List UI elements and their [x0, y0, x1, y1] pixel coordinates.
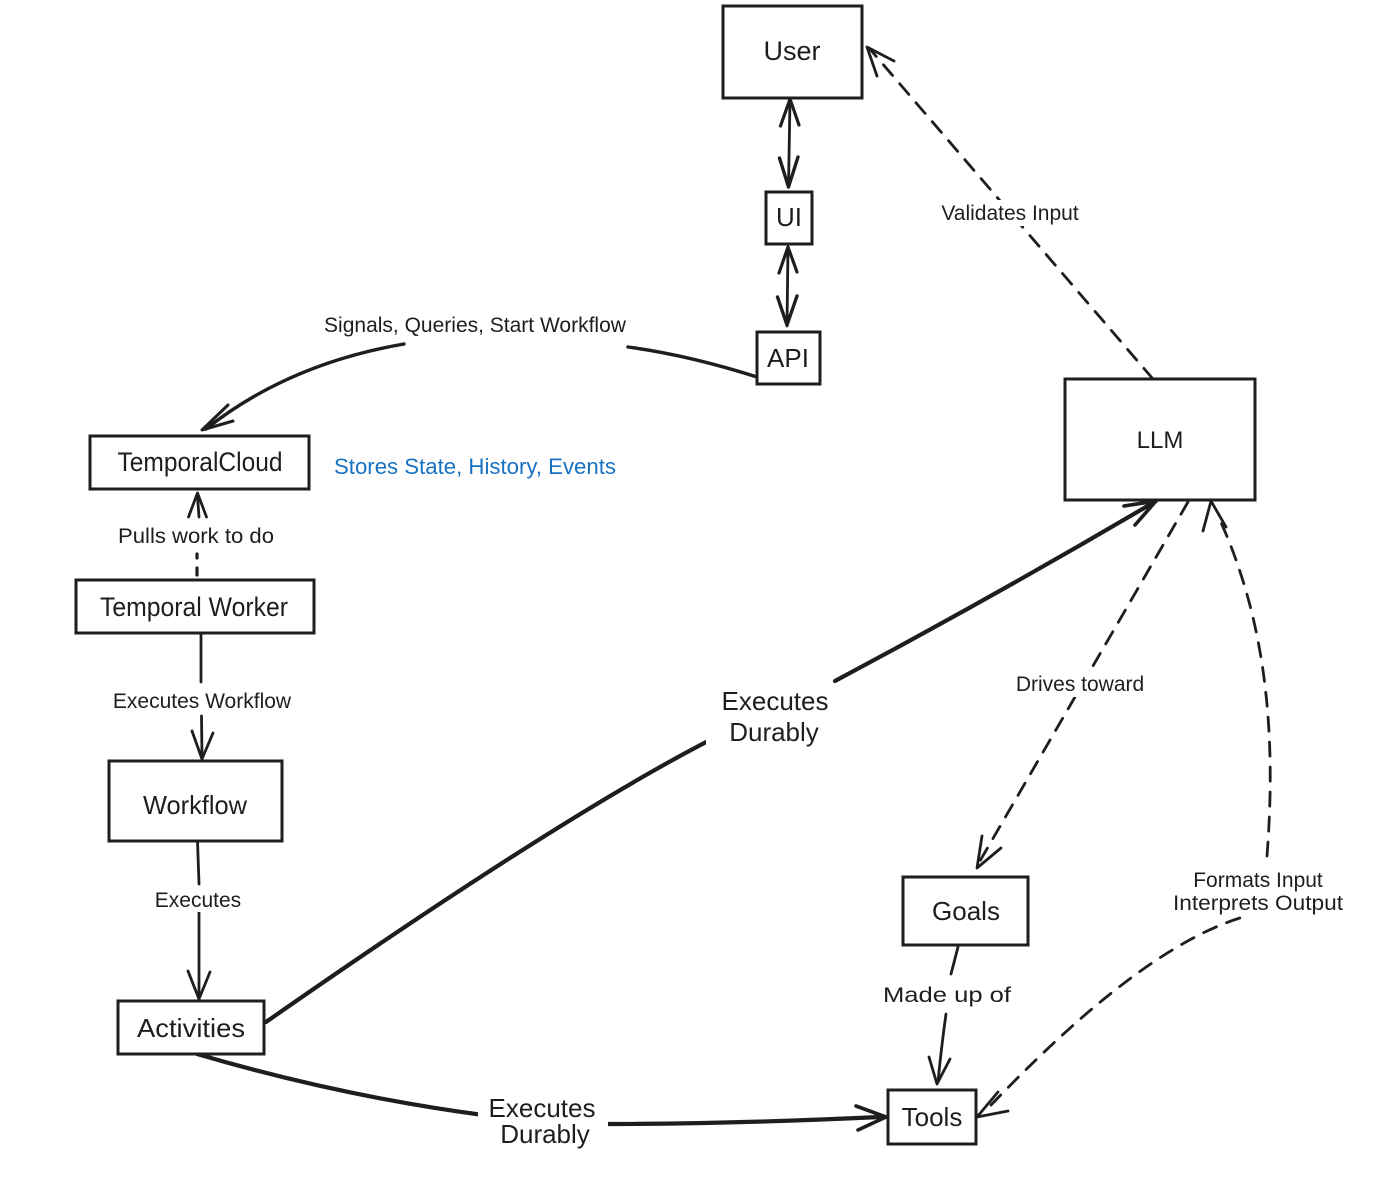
svg-text:Pulls work to do: Pulls work to do — [118, 525, 274, 548]
svg-text:TemporalCloud: TemporalCloud — [118, 447, 283, 477]
svg-text:Temporal Worker: Temporal Worker — [100, 592, 288, 622]
svg-text:Interprets Output: Interprets Output — [1173, 892, 1343, 915]
svg-text:Executes Workflow: Executes Workflow — [113, 690, 292, 713]
svg-text:Executes: Executes — [489, 1093, 596, 1123]
svg-text:LLM: LLM — [1137, 427, 1184, 454]
svg-text:Durably: Durably — [729, 717, 819, 747]
svg-text:Workflow: Workflow — [143, 790, 247, 820]
svg-text:Goals: Goals — [932, 896, 1000, 926]
svg-text:Drives toward: Drives toward — [1016, 673, 1144, 696]
svg-text:Executes: Executes — [722, 686, 829, 716]
svg-text:API: API — [767, 343, 809, 373]
svg-text:Validates Input: Validates Input — [941, 202, 1079, 225]
svg-text:Executes: Executes — [155, 889, 241, 912]
svg-text:Durably: Durably — [500, 1119, 590, 1149]
svg-text:Formats Input: Formats Input — [1193, 869, 1323, 892]
svg-text:Activities: Activities — [137, 1013, 245, 1043]
svg-text:Stores State, History, Events: Stores State, History, Events — [334, 454, 616, 479]
svg-text:Made up of: Made up of — [883, 984, 1011, 1007]
svg-text:Tools: Tools — [902, 1102, 963, 1132]
svg-text:User: User — [763, 36, 820, 66]
svg-text:UI: UI — [776, 202, 802, 232]
svg-text:Signals, Queries, Start Workfl: Signals, Queries, Start Workflow — [324, 314, 627, 337]
